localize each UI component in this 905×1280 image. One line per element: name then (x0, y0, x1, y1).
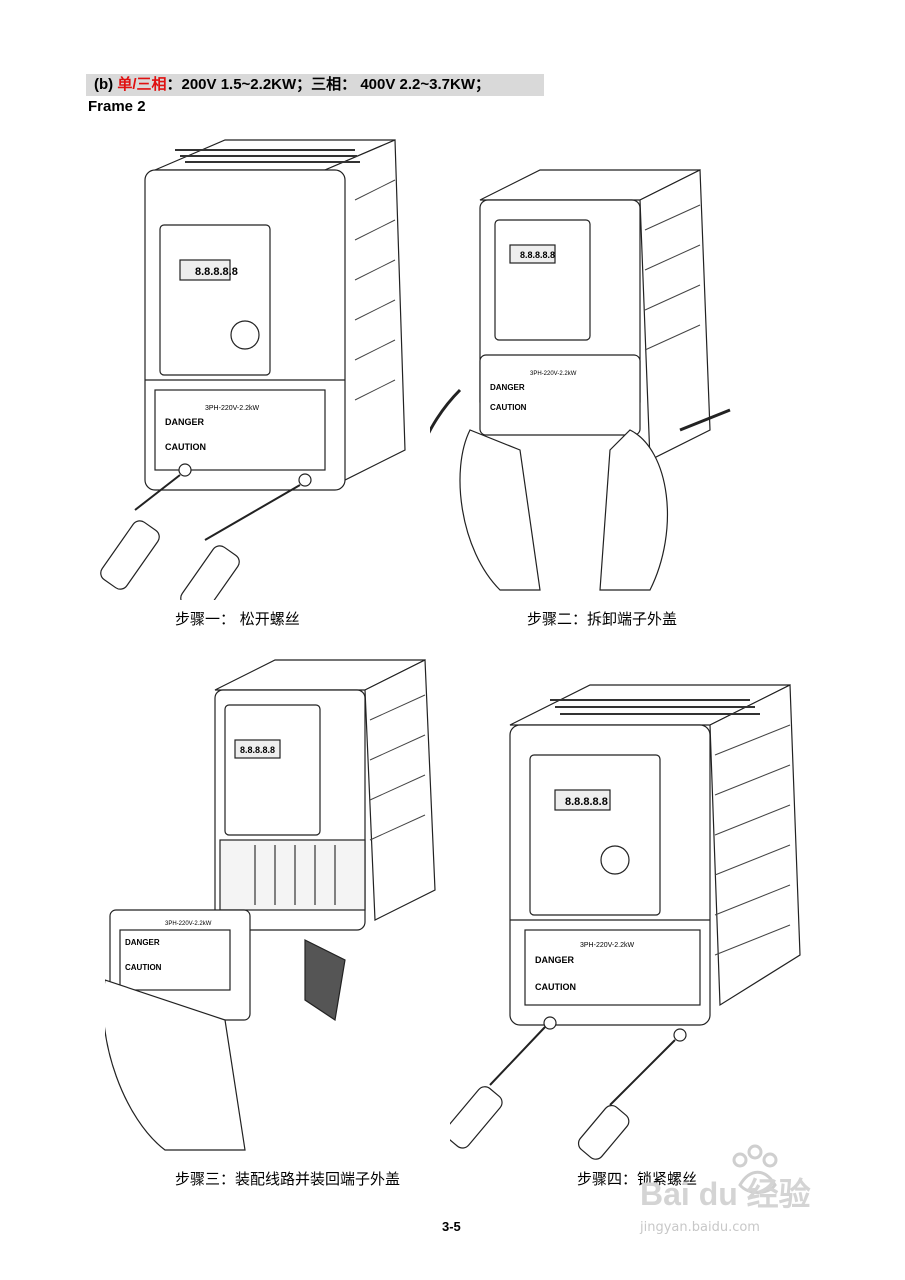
danger-label-3: DANGER (125, 938, 160, 947)
caution-label-4: CAUTION (535, 982, 576, 992)
watermark-url: jingyan.baidu.com (640, 1220, 760, 1235)
display-readout-2: 8.8.8.8.8 (520, 250, 555, 260)
figure-step4: 8.8.8.8.8 3PH-220V-2.2kW DANGER CAUTION (450, 684, 801, 1160)
figure-step2: 8.8.8.8.8 3PH-220V-2.2kW DANGER CAUTION (430, 169, 731, 591)
model-label-4: 3PH-220V-2.2kW (580, 942, 634, 949)
section-heading: (b) 单/三相：200V 1.5~2.2KW；三相： 400V 2.2~3.7… (86, 74, 544, 96)
model-label-1: 3PH-220V-2.2kW (205, 405, 259, 412)
display-readout-4: 8.8.8.8.8 (565, 796, 608, 808)
heading-rest: ：200V 1.5~2.2KW；三相： 400V 2.2~3.7KW； (166, 76, 490, 93)
caption-step3: 步骤三：装配线路并装回端子外盖 (175, 1170, 401, 1188)
watermark-logo-text: Bai du 经验 (640, 1176, 811, 1212)
figure-step3: 8.8.8.8.8 3PH-220V-2.2kW DANGER CAUTION (105, 659, 436, 1151)
figure-step1: 8.8.8.8.8 3PH-220V-2.2kW DANGER CAUTION (100, 139, 406, 600)
caution-label-2: CAUTION (490, 403, 527, 412)
danger-label-4: DANGER (535, 955, 575, 965)
caption-step2: 步骤二：拆卸端子外盖 (527, 610, 678, 628)
caution-label-3: CAUTION (125, 963, 162, 972)
caption-step1: 步骤一： 松开螺丝 (175, 610, 300, 628)
caption-step4: 步骤四：锁紧螺丝 (577, 1170, 698, 1188)
model-label-3: 3PH-220V-2.2kW (165, 921, 212, 927)
caution-label-1: CAUTION (165, 442, 206, 452)
baidu-watermark-logo: Bai du 经验 (640, 1144, 811, 1212)
heading-phase: 单/三相 (117, 76, 167, 93)
danger-label-1: DANGER (165, 417, 205, 427)
danger-label-2: DANGER (490, 383, 525, 392)
display-readout-3: 8.8.8.8.8 (240, 745, 275, 755)
display-readout-1: 8.8.8.8.8 (195, 266, 238, 278)
frame-label: Frame 2 (88, 98, 146, 115)
page-number: 3-5 (442, 1219, 461, 1234)
heading-prefix: (b) (94, 76, 118, 93)
model-label-2: 3PH-220V-2.2kW (530, 371, 577, 377)
